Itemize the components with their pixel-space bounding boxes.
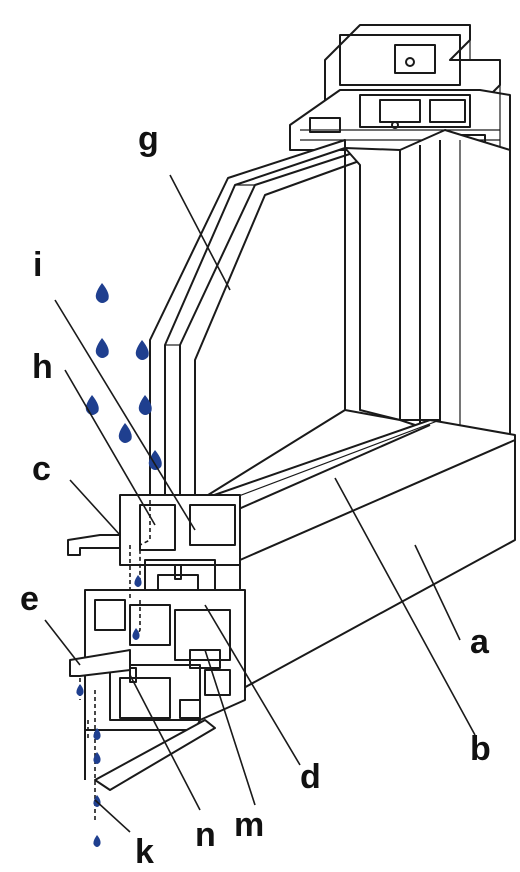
bottom-frame <box>199 419 516 691</box>
label-b: b <box>470 730 491 768</box>
label-k: k <box>135 833 154 871</box>
leader-h <box>64 369 156 526</box>
leader-lines <box>44 174 476 833</box>
label-i: i <box>33 246 43 284</box>
leader-b <box>334 477 476 736</box>
label-g: g <box>138 120 159 158</box>
leader-d <box>204 604 301 766</box>
leader-k <box>94 799 131 833</box>
sill-section <box>67 494 246 791</box>
label-c: c <box>32 450 51 488</box>
leader-a <box>414 544 461 641</box>
leader-m <box>204 649 256 806</box>
leader-c <box>69 479 121 536</box>
leader-i <box>54 299 196 531</box>
rain-drops <box>76 283 162 847</box>
label-m: m <box>234 806 265 844</box>
label-d: d <box>300 758 321 796</box>
label-n: n <box>195 816 216 854</box>
leader-g <box>169 174 231 291</box>
leader-n <box>129 674 201 811</box>
label-h: h <box>32 348 53 386</box>
leader-e <box>44 619 81 666</box>
label-e: e <box>20 580 39 618</box>
top-frame-section <box>289 24 511 151</box>
label-a: a <box>470 623 489 661</box>
